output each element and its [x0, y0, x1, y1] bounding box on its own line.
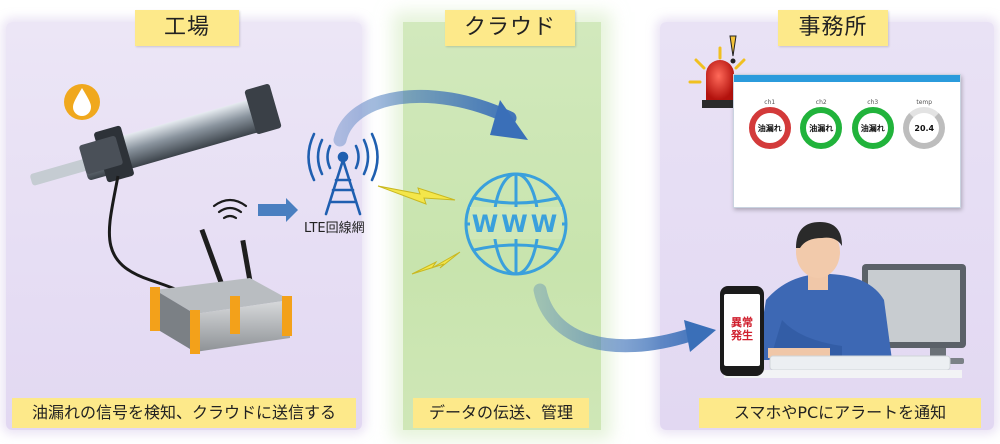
lightning-icon — [377, 185, 461, 275]
gauge-value: 油漏れ — [809, 123, 834, 133]
arrow-right-icon — [258, 198, 298, 222]
cloud-caption: データの伝送、管理 — [413, 398, 589, 428]
phone-alert-text: 異常 発生 — [724, 316, 760, 342]
alert-line-1: 異常 — [731, 316, 753, 329]
oil-drop-icon — [64, 84, 100, 120]
phone-screen: 異常 発生 — [724, 294, 760, 366]
gauge-channel-label: temp — [916, 99, 933, 106]
cell-tower-icon — [307, 132, 379, 216]
office-caption: スマホやPCにアラートを通知 — [699, 398, 981, 428]
gauge-ch3: ch3 油漏れ — [850, 99, 896, 149]
person-icon — [756, 222, 892, 360]
dashboard-title-bar — [764, 85, 960, 93]
keyboard — [769, 355, 951, 371]
alarm-light-icon — [688, 35, 752, 108]
alert-line-2: 発生 — [731, 329, 753, 342]
desk — [724, 370, 962, 378]
cloud-title: クラウド — [445, 10, 575, 46]
lte-network-label: LTE回線網 — [304, 221, 365, 236]
gauge-ring: 油漏れ — [800, 107, 843, 149]
www-backdrop — [470, 207, 562, 239]
gauge-ch1: ch1 油漏れ — [747, 99, 793, 149]
gauge-channel-label: ch1 — [764, 99, 776, 106]
factory-caption: 油漏れの信号を検知、クラウドに送信する — [12, 398, 356, 428]
factory-title: 工場 — [135, 10, 239, 46]
gauge-value: 油漏れ — [757, 123, 782, 133]
gauge-channel-label: ch2 — [815, 99, 827, 106]
gauge-channel-label: ch3 — [867, 99, 879, 106]
notify-arc-arrow — [533, 283, 697, 353]
www-text: WWW — [472, 210, 560, 238]
monitoring-dashboard: ch1 油漏れ ch2 油漏れ ch3 油漏れ temp 20.4 — [733, 74, 961, 208]
upload-arc-arrow — [333, 89, 517, 147]
gauge-value: 油漏れ — [860, 123, 885, 133]
dashboard-header-bar — [734, 75, 960, 82]
gauge-ring: 油漏れ — [851, 107, 894, 149]
gauge-temp: temp 20.4 — [901, 99, 947, 149]
gauge-ring: 油漏れ — [748, 107, 791, 149]
smartphone-icon: 異常 発生 — [720, 286, 764, 376]
gauge-value: 20.4 — [914, 123, 935, 133]
wifi-signal-icon — [212, 198, 248, 220]
gauge-ring: 20.4 — [903, 107, 946, 149]
hydraulic-cylinder — [30, 84, 282, 186]
office-title: 事務所 — [778, 10, 888, 46]
sensor-cable — [107, 175, 194, 300]
gateway-device — [150, 228, 292, 354]
gauge-ch2: ch2 油漏れ — [798, 99, 844, 149]
factory-panel — [6, 22, 362, 430]
